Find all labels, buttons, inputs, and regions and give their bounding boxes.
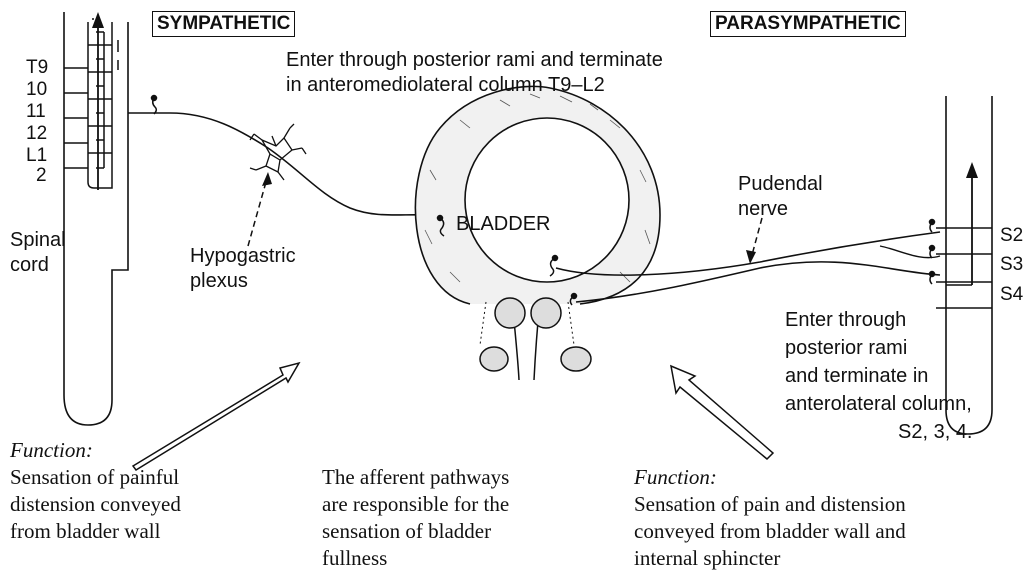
parasympathetic-entry-note: Enter through posterior rami and termina… xyxy=(785,306,973,446)
segment-label: S3 xyxy=(1000,255,1023,274)
segment-label: 12 xyxy=(26,124,47,143)
left-root-ganglion xyxy=(152,96,157,115)
bladder-label: BLADDER xyxy=(456,212,550,237)
segment-label: 2 xyxy=(36,166,47,185)
afferent-pathways-note: The afferent pathways are responsible fo… xyxy=(322,464,509,572)
parasympathetic-header: PARASYMPATHETIC xyxy=(710,11,906,37)
segment-label: 11 xyxy=(26,102,46,121)
pudendal-pointer xyxy=(752,218,762,255)
sympathetic-nerve xyxy=(128,113,438,216)
sympathetic-entry-note: Enter through posterior rami and termina… xyxy=(286,48,663,98)
right-function-arrow xyxy=(671,366,773,459)
segment-label: T9 xyxy=(26,58,48,77)
sympathetic-function-text: Function: Sensation of painful distensio… xyxy=(10,437,181,545)
right-ascending-arrow xyxy=(946,162,978,285)
sympathetic-header: SYMPATHETIC xyxy=(152,11,295,37)
segment-label: S2 xyxy=(1000,226,1023,245)
segment-label: L1 xyxy=(26,146,47,165)
right-cord-segment-lines xyxy=(936,228,992,308)
segment-label: 10 xyxy=(26,80,47,99)
right-root-ganglia xyxy=(930,220,935,285)
hypogastric-pointer xyxy=(248,182,266,246)
parasympathetic-function-text: Function: Sensation of pain and distensi… xyxy=(634,464,906,572)
left-spinal-cord xyxy=(64,12,128,425)
left-cord-tract-lines xyxy=(64,18,118,188)
segment-label: S4 xyxy=(1000,285,1023,304)
left-ascending-arrow xyxy=(92,12,104,190)
